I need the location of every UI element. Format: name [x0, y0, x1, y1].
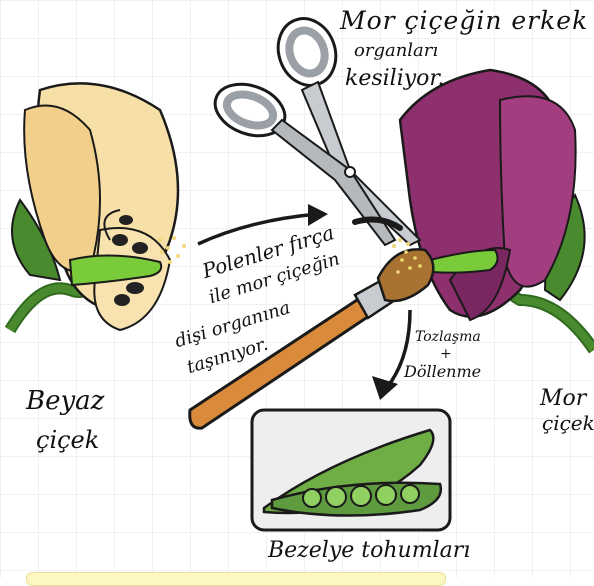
label-pollination: Tozlaşma — [415, 330, 481, 344]
label-cut-line1: Mor çiçeğin erkek — [340, 8, 588, 33]
label-purple-flower-1: Mor — [540, 388, 586, 410]
white-flower-icon — [10, 83, 186, 330]
highlight-strip — [26, 572, 446, 586]
label-fertilization: Döllenme — [404, 364, 481, 380]
label-pea-seeds: Bezelye tohumları — [268, 540, 470, 562]
arrow-to-seeds-icon — [372, 310, 410, 400]
purple-flower-icon — [400, 70, 594, 350]
label-white-flower-1: Beyaz — [26, 388, 104, 414]
label-purple-flower-2: çiçek — [542, 413, 594, 433]
label-cut-line3: kesiliyor. — [345, 68, 445, 90]
label-white-flower-2: çiçek — [36, 428, 99, 452]
label-plus: + — [440, 347, 452, 361]
pea-pod-icon — [252, 410, 450, 530]
label-cut-line2: organları — [354, 42, 438, 60]
